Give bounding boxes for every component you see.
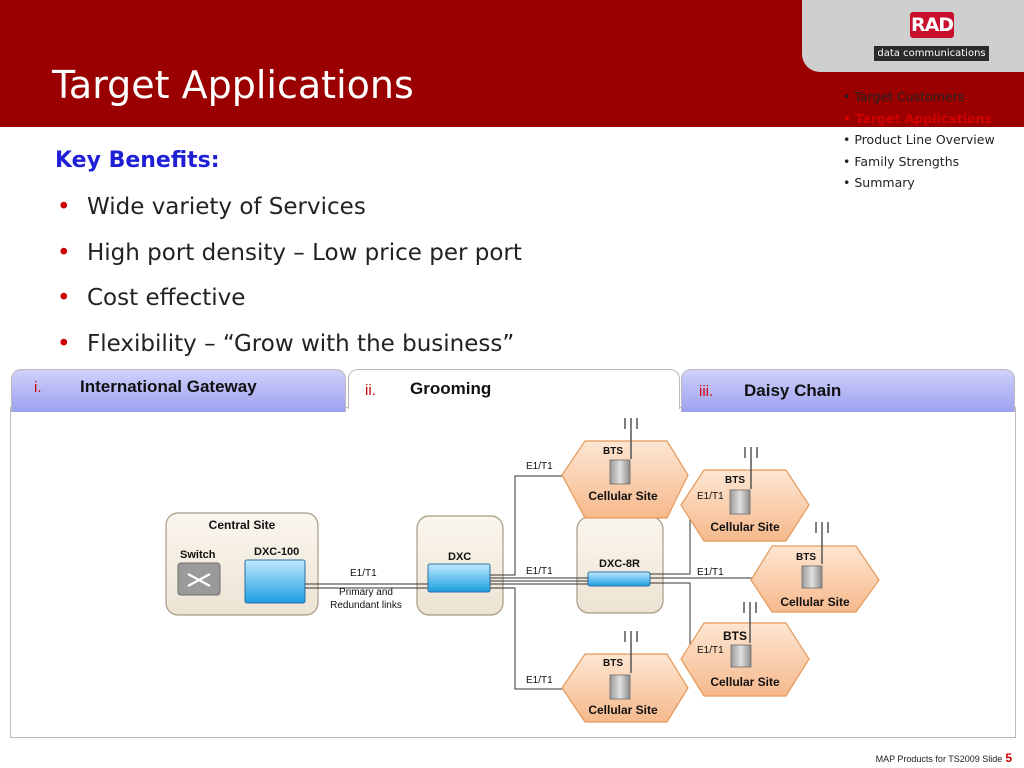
switch-label: Switch [180, 549, 216, 561]
agenda-item[interactable]: • Summary [843, 175, 915, 190]
bts-label: BTS [603, 446, 623, 457]
link-label: E1/T1 [697, 491, 724, 502]
bts-label: BTS [723, 629, 747, 643]
dxc-label: DXC [448, 551, 472, 563]
link-label: E1/T1 [526, 675, 553, 686]
diagram-panel [10, 407, 1016, 738]
cellular-site-label: Cellular Site [588, 489, 658, 503]
bts-label: BTS [725, 475, 745, 486]
agenda-item-active[interactable]: • Target Applications [843, 110, 992, 126]
link-label: E1/T1 [697, 645, 724, 656]
slide-number: 5 [1005, 751, 1012, 765]
cellular-site-label: Cellular Site [710, 675, 780, 689]
benefit-item: Flexibility – “Grow with the business” [55, 325, 522, 371]
agenda-item[interactable]: • Family Strengths [843, 153, 960, 169]
key-benefits-heading: Key Benefits: [55, 148, 220, 173]
tab-international-gateway[interactable]: i. International Gateway [11, 369, 346, 412]
links-description: Primary and [339, 587, 393, 598]
cellular-site-label: Cellular Site [780, 595, 850, 609]
agenda-item[interactable]: • Target Customers [843, 89, 965, 104]
tab-grooming[interactable]: ii. Grooming [348, 369, 680, 409]
cellular-site-label: Cellular Site [710, 520, 780, 534]
link-label: E1/T1 [526, 461, 553, 472]
tab-daisy-chain[interactable]: iii. Daisy Chain [681, 369, 1015, 412]
link-label: E1/T1 [526, 566, 553, 577]
agenda-item[interactable]: • Product Line Overview [843, 132, 995, 147]
links-description: Redundant links [330, 600, 402, 611]
page-title: Target Applications [52, 63, 414, 107]
bts-label: BTS [603, 658, 623, 669]
dxc8r-label: DXC-8R [599, 558, 640, 570]
bts-label: BTS [796, 552, 816, 563]
benefit-item: High port density – Low price per port [55, 234, 522, 280]
benefits-list: Wide variety of Services High port densi… [55, 188, 522, 370]
link-label: E1/T1 [350, 568, 377, 579]
benefit-item: Cost effective [55, 279, 522, 325]
agenda-list: • Target Customers • Target Applications… [843, 86, 995, 194]
dxc100-label: DXC-100 [254, 546, 300, 558]
rad-logo: RAD [910, 12, 954, 38]
link-label: E1/T1 [697, 567, 724, 578]
benefit-item: Wide variety of Services [55, 188, 522, 234]
cellular-site-label: Cellular Site [588, 703, 658, 717]
central-site-label: Central Site [208, 518, 276, 532]
logo-tagline: data communications [874, 46, 989, 61]
footer-text: MAP Products for TS2009 Slide [875, 754, 1003, 764]
